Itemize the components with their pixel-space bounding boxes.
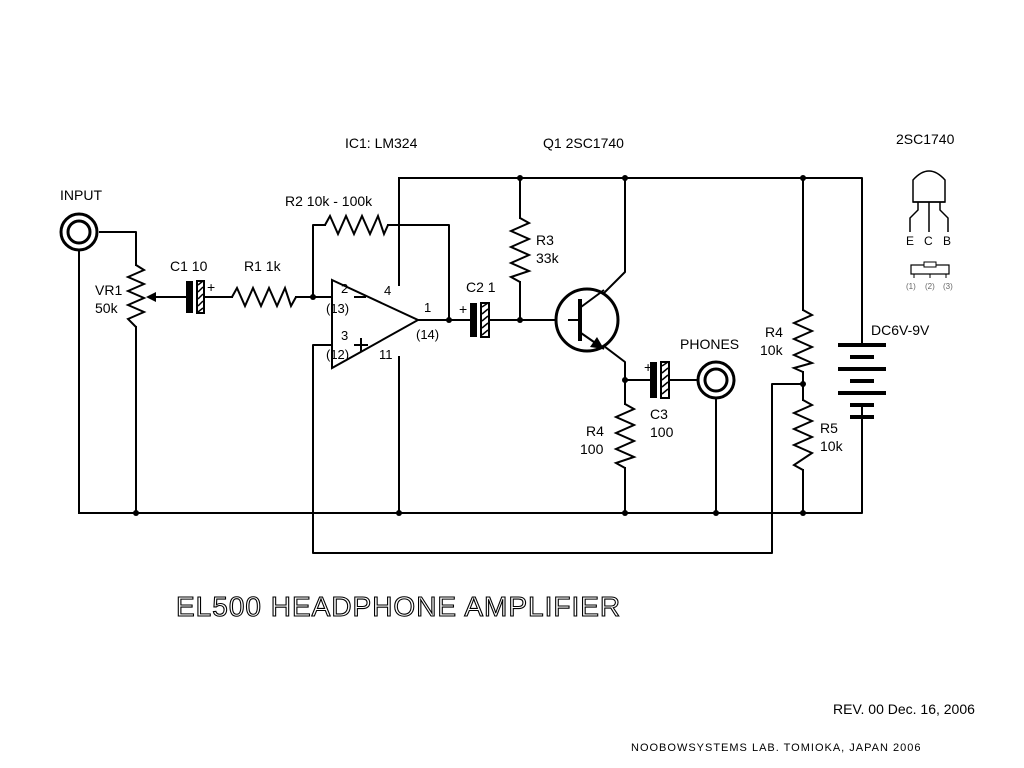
r4-divider-name: R4 [765,324,783,340]
battery [838,343,886,420]
credit-label: NOOBOWSYSTEMS LAB. TOMIOKA, JAPAN 2006 [631,742,921,754]
c2-label: C2 1 [466,279,496,295]
junction-dot [622,175,628,181]
pin-2-label: (2) [925,282,935,291]
q1-transistor [554,287,620,353]
bias-wire [312,344,804,554]
junction-dot [133,510,139,516]
r4-divider-resistor [791,309,815,373]
diagram-title: EL500 HEADPHONE AMPLIFIER [176,591,621,622]
r1-resistor [231,285,297,309]
vr1-value: 50k [95,300,119,316]
pinout-title: 2SC1740 [896,131,955,147]
junction-dot [517,317,523,323]
c3-name: C3 [650,406,668,422]
collector-wire [598,177,626,299]
c3-plus: + [644,359,652,375]
r5-resistor [791,399,815,471]
c1-plus: + [207,279,215,295]
junction-dot [800,381,806,387]
junction-dot [622,510,628,516]
pin-noninv: 3 [341,328,348,343]
emitter-wire [598,341,626,405]
r4-emitter-name: R4 [586,423,604,439]
top-supply-rail [398,177,863,346]
vr1-name: VR1 [95,282,122,298]
r5-value: 10k [820,438,844,454]
r4-divider-value: 10k [760,342,784,358]
pin-b-label: B [943,234,951,248]
transistor-pinout [909,170,950,278]
pin-inv-alt: (13) [326,301,349,316]
pin-noninv-alt: (12) [326,347,349,362]
input-jack [59,212,99,252]
pin-3-label: (3) [943,282,953,291]
pin-out-alt: (14) [416,327,439,342]
vr1-potentiometer [125,264,161,328]
c2-plus: + [459,301,467,317]
c2-capacitor [470,302,490,338]
r1-label: R1 1k [244,258,282,274]
r2-label: R2 10k - 100k [285,193,373,209]
pin-vcc: 4 [384,283,391,298]
r3-value: 33k [536,250,560,266]
junction-dot [622,377,628,383]
ic-label: IC1: LM324 [345,135,418,151]
r3-name: R3 [536,232,554,248]
pin-c-label: C [924,234,933,248]
junction-dot [396,510,402,516]
c3-capacitor [650,361,670,399]
junction-dot [713,510,719,516]
feedback-wire [312,224,326,298]
junction-dot [310,294,316,300]
r2-resistor [324,213,389,237]
junctions [133,175,806,516]
battery-label: DC6V-9V [871,322,930,338]
junction-dot [446,317,452,323]
c3-value: 100 [650,424,674,440]
feedback-wire-right [387,224,450,321]
input-label: INPUT [60,187,102,203]
r4-emitter-value: 100 [580,441,604,457]
pin-gnd: 11 [379,347,393,362]
pin-e-label: E [906,234,914,248]
pin-out: 1 [424,300,431,315]
junction-dot [800,175,806,181]
q1-label: Q1 2SC1740 [543,135,624,151]
phones-label: PHONES [680,336,739,352]
wires [78,177,863,554]
ground-rail [78,419,863,514]
junction-dot [800,510,806,516]
c1-capacitor [186,280,205,314]
pin-1-label: (1) [906,282,916,291]
input-signal-wire [99,231,137,266]
revision-label: REV. 00 Dec. 16, 2006 [833,701,975,717]
junction-dot [517,175,523,181]
r4-emitter-resistor [613,403,637,469]
pin-inv: 2 [341,281,348,296]
r3-resistor [508,217,532,283]
c1-label: C1 10 [170,258,208,274]
phones-jack [696,360,736,400]
r5-name: R5 [820,420,838,436]
opamp-triangle [331,278,421,370]
